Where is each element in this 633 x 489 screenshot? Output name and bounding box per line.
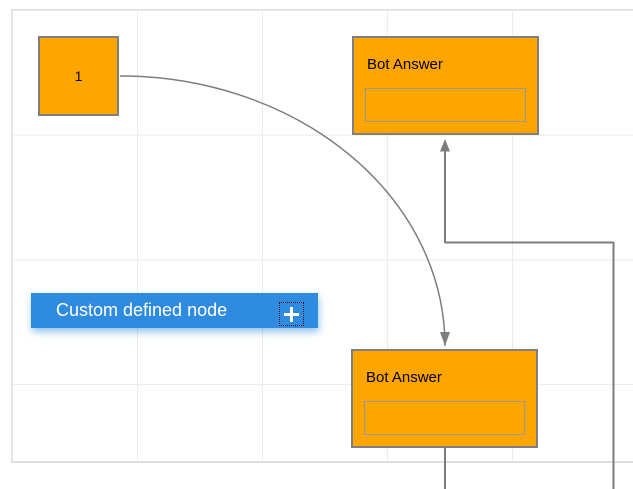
bot-answer-input-box[interactable]: [364, 401, 525, 435]
bot-answer-input-box[interactable]: [365, 88, 526, 122]
node-bot-answer-top[interactable]: Bot Answer: [352, 36, 539, 135]
node-title: Bot Answer: [367, 56, 443, 73]
node-bot-answer-bottom[interactable]: Bot Answer: [351, 349, 538, 448]
plus-icon[interactable]: [279, 302, 304, 326]
arrowhead-down-icon: [440, 332, 450, 346]
connector-curve-start-to-bottom[interactable]: [119, 75, 446, 347]
plus-icon-bar: [284, 313, 299, 316]
custom-node-label: Custom defined node: [56, 300, 228, 320]
node-title: Bot Answer: [366, 369, 442, 386]
node-start-label: 1: [74, 68, 83, 84]
arrowhead-up-icon: [440, 139, 450, 152]
node-start[interactable]: 1: [38, 36, 119, 116]
node-custom-defined[interactable]: Custom defined node: [31, 293, 318, 328]
connector-ortho-bottom-to-top[interactable]: [444, 151, 615, 489]
